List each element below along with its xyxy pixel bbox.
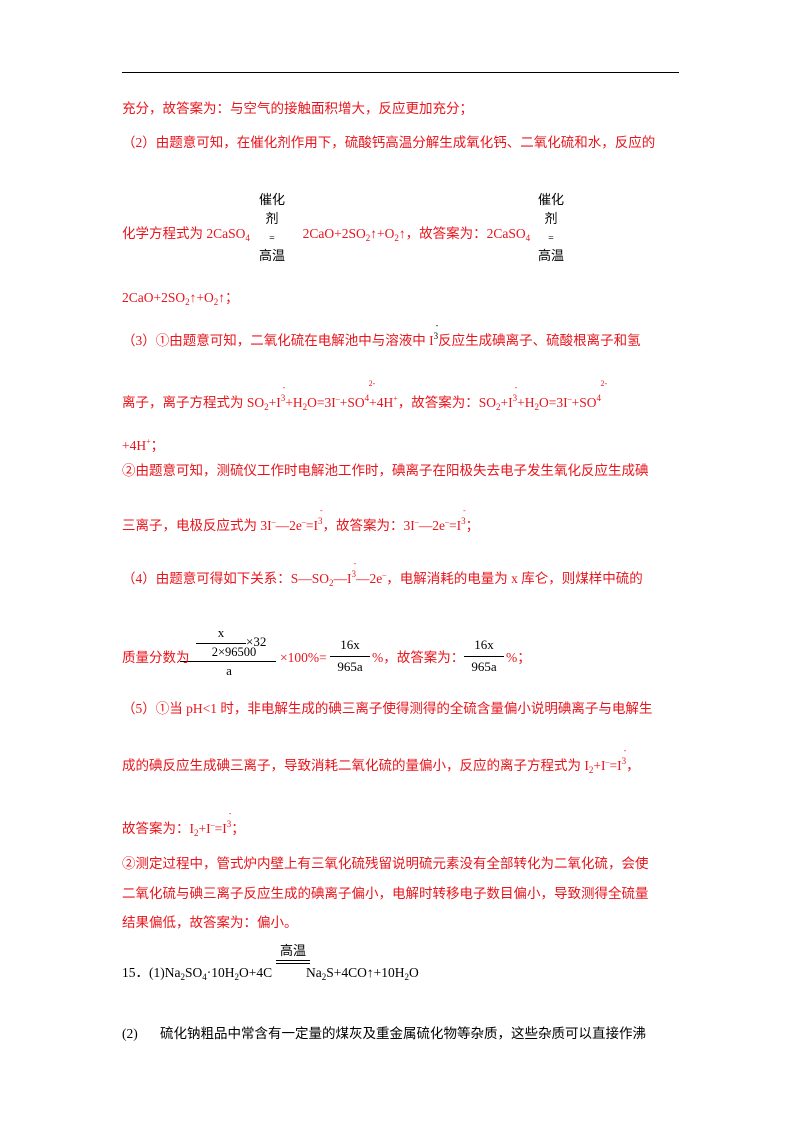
equation-line: +4H+； (122, 437, 165, 453)
equation-line: 故答案为：I2+I–=I-3； (122, 809, 245, 838)
equation-line: 三离子，电极反应式为 3I–—2e–=I-3，故答案为：3I–—2e–=I-3； (122, 506, 480, 533)
answer-line: ×100%= (280, 650, 327, 665)
result-numerator: 16x (474, 637, 494, 652)
header-rule (122, 72, 679, 73)
fraction-denominator-a: a (226, 663, 232, 678)
answer-line: ②由题意可知，测硫仪工作时电解池工作时，碘离子在阳极失去电子发生氧化反应生成碘 (122, 463, 649, 478)
question-15-line: 15．(1)Na2SO4·10H2O+4C (122, 965, 273, 982)
answer-line: %； (506, 650, 531, 665)
fraction-numerator-x: x (217, 625, 225, 640)
fraction-bar (180, 661, 276, 662)
question-15-line: Na2S+4CO↑+10H2O (306, 965, 419, 982)
answer-line: ②测定过程中，管式炉内壁上有三氧化硫残留说明硫元素没有全部转化为二氧化硫，会使 (122, 856, 649, 871)
fraction-times-32: ×32 (246, 634, 267, 649)
equation-line: 2CaO+2SO2↑+O2↑； (122, 290, 239, 307)
equation-line: 成的碘反应生成碘三离子，导致消耗二氧化硫的量偏小，反应的离子方程式为 I2+I–… (122, 746, 640, 775)
reaction-condition: 催化剂 = 高温 (537, 193, 564, 264)
answer-line: （4）由题意可得如下关系：S—SO2—I-3—2e–，电解消耗的电量为 x 库仑… (122, 559, 643, 588)
answer-line: 结果偏低，故答案为：偏小。 (122, 915, 298, 930)
result-denominator: 965a (337, 659, 363, 674)
answer-line: 充分，故答案为：与空气的接触面积增大，反应更加充分； (122, 101, 473, 116)
fraction-denominator: 2×96500 (211, 645, 257, 659)
reaction-condition: 高温 (276, 944, 310, 964)
reaction-condition: 催化剂 = 高温 (258, 193, 285, 264)
fraction-bar (196, 643, 246, 644)
equation-line: 化学方程式为 2CaSO4 2CaO+2SO2↑+O2↑，故答案为：2CaSO4 (122, 226, 531, 243)
answer-line: （3）①由题意可知，二氧化硫在电解池中与溶液中 I-3反应生成碘离子、硫酸根离子… (122, 321, 641, 348)
answer-line: 质量分数为 (122, 650, 190, 665)
answer-line: %，故答案为： (372, 650, 465, 665)
answer-line: （5）①当 pH<1 时，非电解生成的碘三离子使得测得的全硫含量偏小说明碘离子与… (122, 701, 653, 716)
fraction-bar (464, 656, 504, 657)
result-denominator: 965a (471, 659, 497, 674)
answer-line: 二氧化硫与碘三离子反应生成的碘离子偏小，电解时转移电子数目偏小，导致测得全硫量 (122, 886, 649, 901)
answer-line: （2）由题意可知，在催化剂作用下，硫酸钙高温分解生成氧化钙、二氧化硫和水，反应的 (122, 135, 656, 150)
question-15-part-2-number: (2) (122, 1026, 138, 1041)
question-15-part-2-text: 硫化钠粗品中常含有一定量的煤灰及重金属硫化物等杂质，这些杂质可以直接作沸 (160, 1026, 646, 1041)
fraction-bar (330, 656, 370, 657)
result-numerator: 16x (340, 637, 360, 652)
